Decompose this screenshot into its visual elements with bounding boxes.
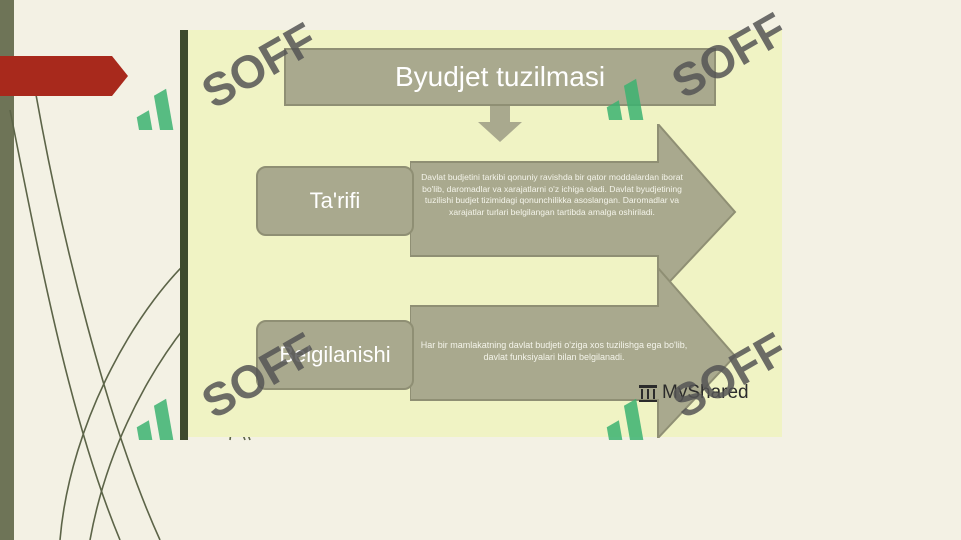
definition-arrow (410, 124, 737, 294)
purpose-text: Har bir mamlakatning davlat budjeti o'zi… (420, 340, 688, 362)
down-arrow-icon (478, 106, 522, 142)
watermark-text: SOFF (663, 330, 795, 428)
row-label-definition: Ta'rifi (256, 166, 414, 236)
left-edge-band (0, 0, 14, 540)
brand-name: MyShared (662, 382, 749, 403)
watermark-logo: SOFF (136, 20, 325, 130)
brand-logo: MyShared (638, 382, 749, 404)
red-tab-marker (0, 56, 128, 96)
watermark-logo: SOFF (606, 10, 795, 120)
watermark-text: SOFF (663, 10, 795, 108)
watermark-text: SOFF (193, 20, 325, 118)
watermark-logo: SOFF (606, 330, 795, 440)
building-icon (639, 385, 657, 402)
watermark-text: SOFF (193, 330, 325, 428)
diagram-title: Byudjet tuzilmasi (284, 48, 716, 106)
slide-vertical-bar (180, 30, 188, 440)
definition-text: Davlat budjetini tarkibi qonuniy ravishd… (421, 172, 683, 217)
watermark-logo: SOFF (136, 330, 325, 440)
row-label-purpose: Belgilanishi (256, 320, 414, 390)
